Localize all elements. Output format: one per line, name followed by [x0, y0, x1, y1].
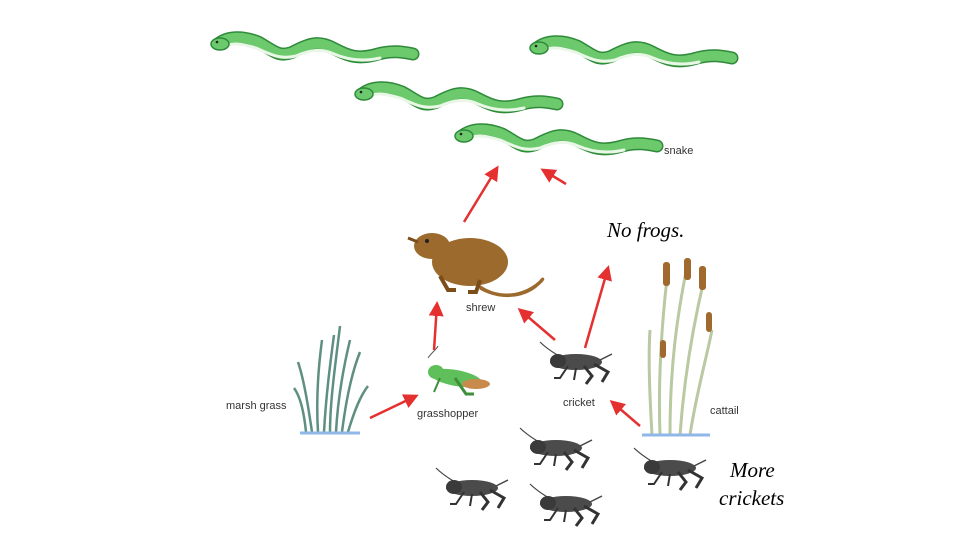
- label-cattail: cattail: [710, 405, 739, 417]
- arrow-cricket-to-shrew: [520, 310, 555, 340]
- arrow-shrew-to-snake: [464, 168, 497, 222]
- cricket-icon: [436, 468, 508, 510]
- cricket-icon: [540, 342, 612, 384]
- snake-icon: [355, 88, 557, 110]
- label-grasshopper: grasshopper: [417, 408, 478, 420]
- label-snake: snake: [664, 145, 693, 157]
- cricket-icon: [520, 428, 592, 470]
- snake-icon: [211, 38, 413, 60]
- arrow-cattail-to-cricket: [612, 402, 640, 426]
- annotation-no-frogs: No frogs.: [607, 216, 684, 244]
- annotation-more-line2: crickets: [719, 484, 784, 512]
- cricket-icon: [634, 448, 706, 490]
- arrow-to-snake-right: [543, 170, 566, 184]
- cattail-icon: [642, 258, 712, 435]
- shrew-icon: [408, 233, 543, 296]
- snake-icon: [455, 130, 657, 152]
- annotation-more-line1: More: [730, 456, 775, 484]
- label-marsh-grass: marsh grass: [226, 400, 287, 412]
- grasshopper-icon: [428, 346, 490, 394]
- arrow-marsh-grass-to-grasshopper: [370, 396, 416, 418]
- arrow-cricket-up: [585, 268, 608, 348]
- arrow-grasshopper-to-shrew: [434, 304, 437, 350]
- snake-icon: [530, 42, 732, 64]
- label-shrew: shrew: [466, 302, 495, 314]
- label-cricket: cricket: [563, 397, 595, 409]
- cricket-icon: [530, 484, 602, 526]
- marsh-grass-icon: [294, 326, 368, 433]
